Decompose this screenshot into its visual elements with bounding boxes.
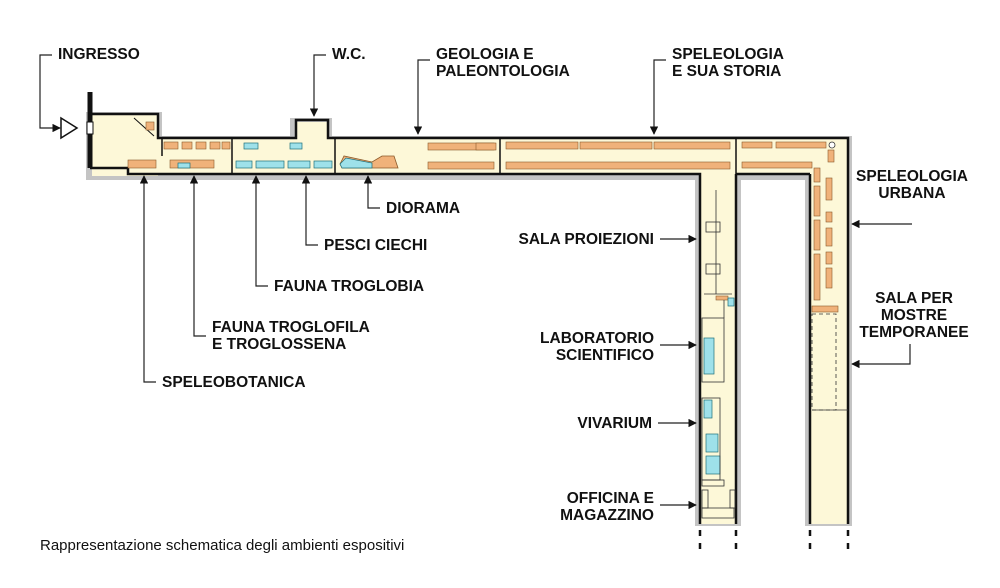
- entrance-door: [60, 116, 155, 140]
- leader-wc: [309, 54, 326, 117]
- leader-geologia: [413, 59, 430, 135]
- leader-speleologia-storia: [649, 59, 666, 135]
- label-fauna-troglobia: FAUNA TROGLOBIA: [274, 278, 425, 295]
- label-geologia-line2: PALEONTOLOGIA: [436, 63, 570, 80]
- label-fauna-troglofila-line1: FAUNA TROGLOFILA: [212, 319, 370, 336]
- label-laboratorio-line1: LABORATORIO: [540, 330, 654, 347]
- label-geologia: GEOLOGIA E PALEONTOLOGIA: [436, 46, 570, 80]
- label-sala-mostre-line2: MOSTRE: [880, 307, 948, 324]
- label-laboratorio: LABORATORIO SCIENTIFICO: [480, 330, 654, 364]
- leader-diorama: [363, 175, 380, 209]
- label-sala-mostre-line3: TEMPORANEE: [859, 324, 969, 341]
- continuation-dashes: [698, 530, 850, 556]
- label-diorama: DIORAMA: [386, 200, 461, 217]
- label-speleologia-storia-line1: SPELEOLOGIA: [672, 46, 784, 63]
- label-sala-proiezioni: SALA PROIEZIONI: [518, 231, 655, 248]
- leader-fauna-troglobia: [251, 175, 268, 287]
- label-sala-mostre-line1: SALA PER: [875, 290, 953, 307]
- leader-lines: [39, 54, 912, 510]
- leader-speleobotanica: [139, 175, 156, 383]
- label-officina-line1: OFFICINA E: [566, 490, 654, 507]
- label-speleobotanica: SPELEOBOTANICA: [162, 374, 306, 391]
- label-speleologia-storia: SPELEOLOGIA E SUA STORIA: [672, 46, 784, 80]
- label-sala-mostre: SALA PER MOSTRE TEMPORANEE: [858, 290, 970, 341]
- diorama-exhibit: [339, 155, 399, 169]
- display-cases: [127, 141, 839, 313]
- label-speleologia-urbana: SPELEOLOGIA URBANA: [852, 168, 972, 202]
- label-laboratorio-line2: SCIENTIFICO: [555, 347, 654, 364]
- leader-pesci-ciechi: [301, 175, 318, 246]
- label-pesci-ciechi: PESCI CIECHI: [324, 237, 428, 254]
- label-officina-line2: MAGAZZINO: [560, 507, 654, 524]
- walls: [87, 92, 850, 524]
- label-geologia-line1: GEOLOGIA E: [436, 46, 534, 63]
- label-speleologia-storia-line2: E SUA STORIA: [672, 63, 782, 80]
- wing-details: [701, 141, 848, 519]
- leader-sala-mostre: [851, 344, 911, 369]
- label-vivarium: VIVARIUM: [577, 415, 652, 432]
- aquariums: [177, 142, 735, 475]
- label-fauna-troglofila-line2: E TROGLOSSENA: [212, 336, 347, 353]
- label-officina: OFFICINA E MAGAZZINO: [480, 490, 654, 524]
- label-fauna-troglofila: FAUNA TROGLOFILA E TROGLOSSENA: [212, 319, 370, 353]
- label-ingresso: INGRESSO: [58, 46, 140, 63]
- leader-ingresso: [39, 54, 61, 133]
- label-speleologia-urbana-line2: URBANA: [878, 185, 946, 202]
- leader-fauna-troglofila: [189, 175, 206, 337]
- label-speleologia-urbana-line1: SPELEOLOGIA: [856, 168, 968, 185]
- label-wc: W.C.: [332, 46, 366, 63]
- diagram-caption: Rappresentazione schematica degli ambien…: [40, 537, 405, 554]
